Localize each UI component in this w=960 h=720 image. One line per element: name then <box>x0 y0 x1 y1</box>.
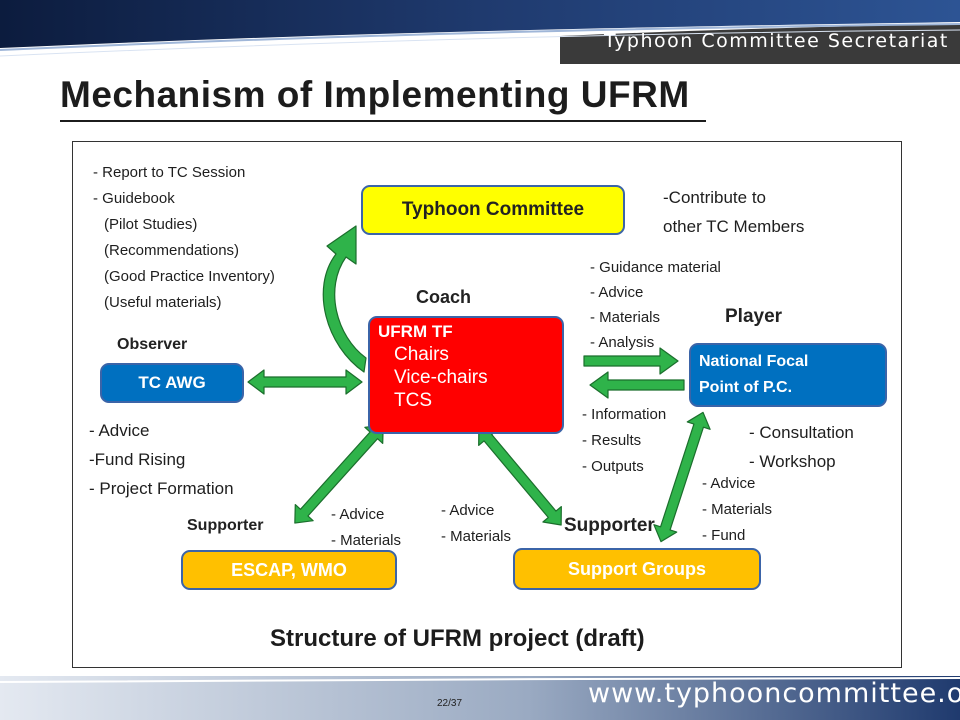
consultation-list: - Consultation - Workshop <box>749 418 854 476</box>
role-supporter-left: Supporter <box>187 517 264 534</box>
player-support-item: - Advice <box>702 475 756 492</box>
tc-awg-label: TC AWG <box>138 373 206 392</box>
report-item: (Useful materials) <box>104 294 222 311</box>
title-underline <box>60 120 706 122</box>
arrow-ufrm-to-focal <box>583 347 679 375</box>
national-focal-line-1: National Focal <box>699 353 809 370</box>
information-item: - Results <box>582 432 642 449</box>
support-groups-box: Support Groups <box>513 548 761 590</box>
curved-arrow-to-typhoon-committee <box>322 225 367 373</box>
report-item: - Guidebook <box>93 190 175 207</box>
guidance-item: - Materials <box>590 309 661 326</box>
ufrm-tf-line-vicechairs: Vice-chairs <box>394 367 488 388</box>
guidance-item: - Analysis <box>590 334 655 351</box>
page-title: Mechanism of Implementing UFRM <box>60 74 690 115</box>
arrow-support-focal <box>653 411 711 543</box>
tc-awg-box: TC AWG <box>100 363 244 403</box>
footer-url: www.typhooncommittee.org <box>588 678 960 709</box>
national-focal-line-2: Point of P.C. <box>699 379 793 396</box>
information-item: - Outputs <box>582 458 644 475</box>
escap-item: - Materials <box>331 532 402 549</box>
national-focal-box: National Focal Point of P.C. <box>689 343 887 407</box>
header-banner <box>0 0 960 64</box>
consultation-item: - Workshop <box>749 452 836 471</box>
escap-wmo-box: ESCAP, WMO <box>181 550 397 590</box>
player-support-items: - Advice - Materials - Fund <box>702 471 772 549</box>
report-list: - Report to TC Session - Guidebook (Pilo… <box>93 160 275 316</box>
report-item: (Recommendations) <box>104 242 240 259</box>
ufrm-tf-box: UFRM TF Chairs Vice-chairs TCS <box>368 316 564 434</box>
report-item: - Report to TC Session <box>93 164 246 181</box>
player-support-item: - Fund <box>702 527 746 544</box>
header-org-name: Typhoon Committee Secretariat <box>604 30 949 52</box>
guidance-item: - Guidance material <box>590 259 721 276</box>
arrow-tcawg-ufrm <box>247 369 363 395</box>
player-support-item: - Materials <box>702 501 773 518</box>
consultation-item: - Consultation <box>749 423 854 442</box>
observer-list: - Advice -Fund Rising - Project Formatio… <box>89 416 234 503</box>
escap-item: - Advice <box>331 506 385 523</box>
escap-wmo-label: ESCAP, WMO <box>231 559 347 580</box>
observer-item: - Project Formation <box>89 479 234 498</box>
support-item: - Materials <box>441 528 512 545</box>
page-number: 22/37 <box>437 698 463 709</box>
typhoon-committee-label: Typhoon Committee <box>401 199 585 220</box>
contribute-line: other TC Members <box>663 217 805 236</box>
diagram-frame <box>72 141 902 668</box>
diagram-caption: Structure of UFRM project (draft) <box>270 625 645 652</box>
guidance-list: - Guidance material - Advice - Materials… <box>590 255 721 355</box>
arrow-focal-to-ufrm <box>589 371 685 399</box>
ufrm-tf-title: UFRM TF <box>378 322 453 341</box>
observer-item: -Fund Rising <box>89 450 186 469</box>
role-supporter-right: Supporter <box>564 515 655 536</box>
contribute-note: -Contribute to other TC Members <box>663 183 804 241</box>
role-player: Player <box>725 306 783 327</box>
report-item: (Pilot Studies) <box>104 216 198 233</box>
support-items: - Advice - Materials <box>441 498 511 550</box>
ufrm-tf-line-tcs: TCS <box>394 390 432 411</box>
role-observer: Observer <box>117 336 188 353</box>
support-groups-label: Support Groups <box>568 558 706 579</box>
ufrm-tf-line-chairs: Chairs <box>394 344 449 365</box>
information-item: - Information <box>582 406 667 423</box>
contribute-line: -Contribute to <box>663 188 766 207</box>
role-coach: Coach <box>416 287 472 307</box>
escap-items: - Advice - Materials <box>331 502 401 554</box>
report-item: (Good Practice Inventory) <box>104 268 275 285</box>
support-item: - Advice <box>441 502 495 519</box>
information-list: - Information - Results - Outputs <box>582 402 666 480</box>
footer-banner <box>0 676 960 720</box>
observer-item: - Advice <box>89 421 150 440</box>
typhoon-committee-box: Typhoon Committee <box>361 185 625 235</box>
guidance-item: - Advice <box>590 284 644 301</box>
